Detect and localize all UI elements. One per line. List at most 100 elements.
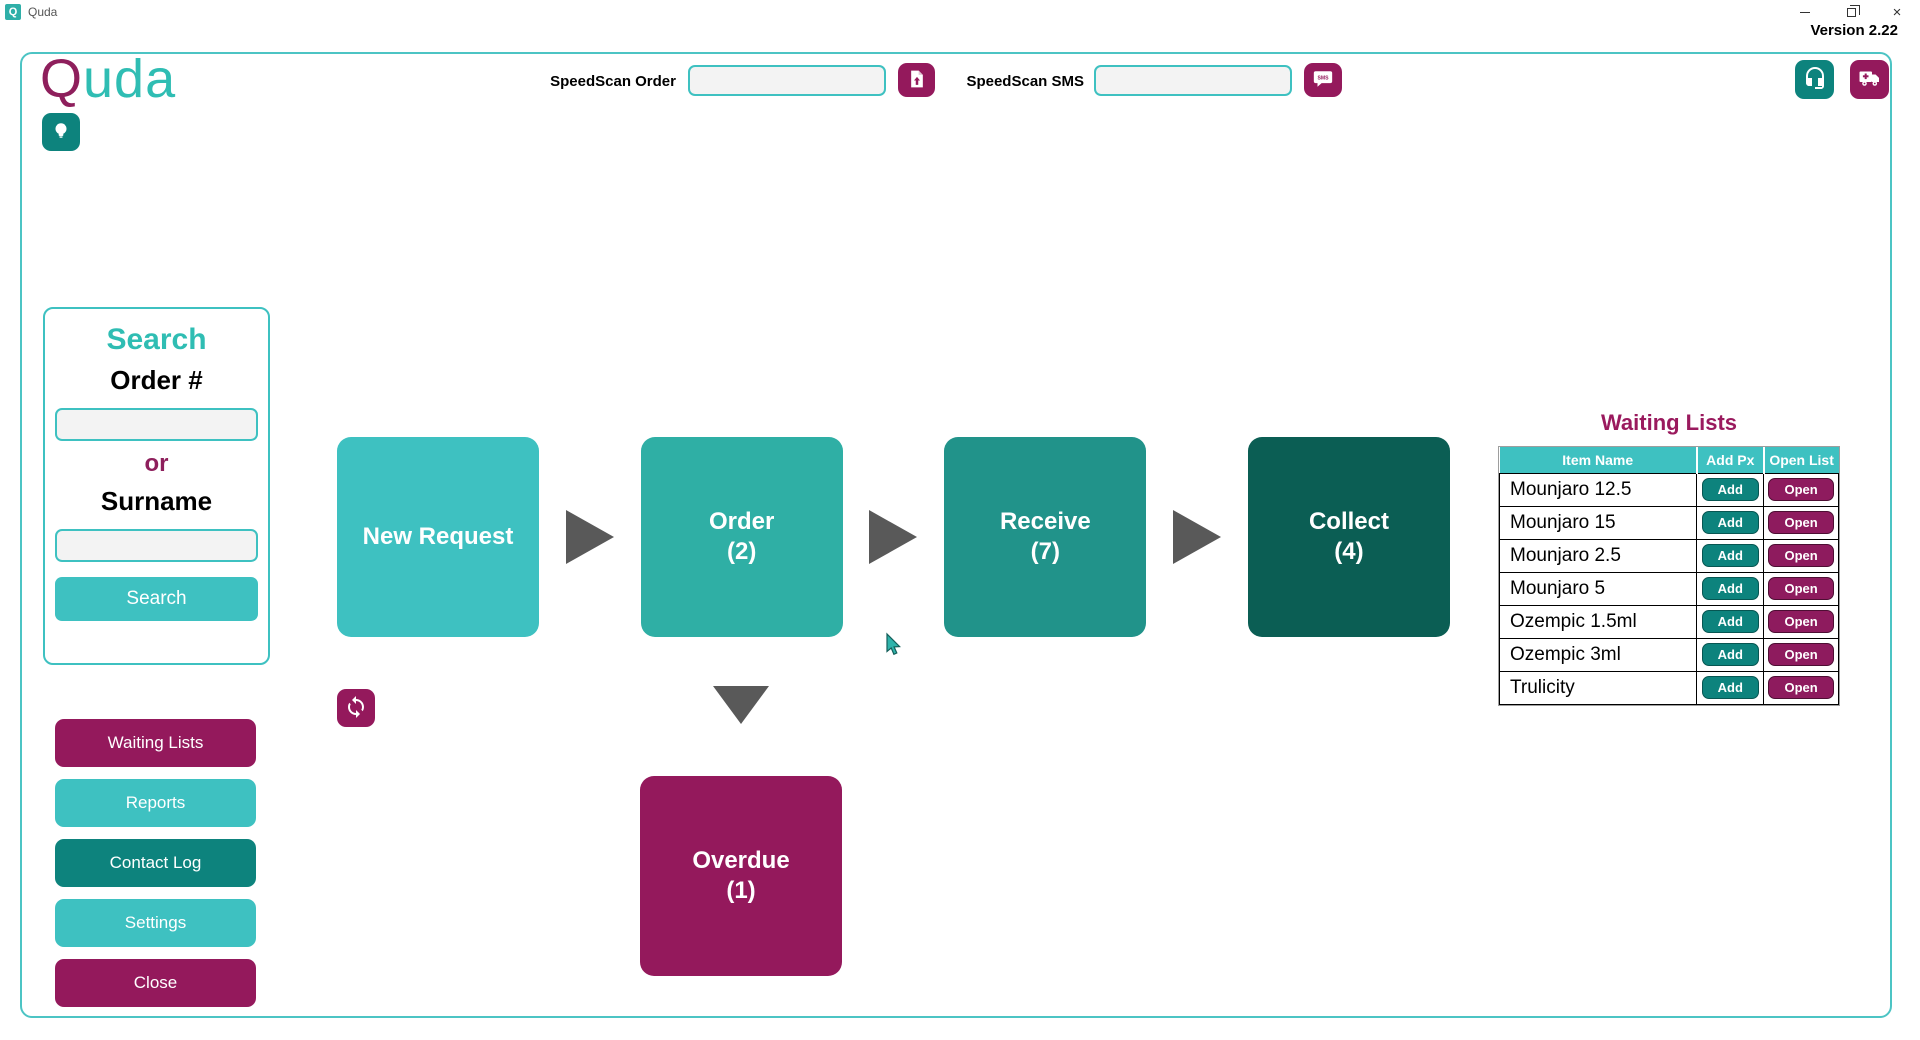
lightbulb-icon [50,120,72,145]
window-controls: × [1782,0,1920,24]
stage-order-box[interactable]: Order (2) [640,437,843,637]
add-px-button[interactable]: Add [1701,577,1759,600]
add-px-button[interactable]: Add [1701,676,1759,699]
sidebar-button-label: Reports [125,793,186,812]
version-label: Version 2.22 [1810,22,1898,39]
titlebar: Q Quda × [0,0,1920,24]
sidebar-button-waiting-lists[interactable]: Waiting Lists [55,719,256,767]
sidebar-button-label: Contact Log [109,853,202,872]
minimize-icon [1800,11,1810,13]
stage-label: New Request [362,523,514,550]
table-header-row: Item Name Add Px Open List [1499,447,1839,473]
logo-q: Q [40,49,84,109]
sidebar-button-settings[interactable]: Settings [55,899,256,947]
open-list-button[interactable]: Open [1768,610,1834,633]
add-px-button[interactable]: Add [1701,544,1759,567]
speedscan-order-label: SpeedScan Order [550,73,676,90]
support-button[interactable] [1795,60,1834,99]
item-name: Mounjaro 15 [1498,505,1698,540]
close-window-button[interactable]: × [1874,0,1920,24]
sidebar-button-label: Waiting Lists [107,733,204,752]
restore-icon [1846,4,1860,17]
speedscan-sms-input[interactable] [1094,65,1292,96]
sidebar-button-label: Close [133,973,178,992]
add-px-button[interactable]: Add [1701,610,1759,633]
workflow-row: New Request Order (2) Receive (7) Collec… [337,437,1450,637]
refresh-icon [344,695,368,722]
order-number-input[interactable] [55,408,258,441]
sidebar-button-label: Settings [124,913,187,932]
stage-collect-box[interactable]: Collect (4) [1247,437,1450,637]
sidebar-button-contact-log[interactable]: Contact Log [55,839,256,887]
minimize-button[interactable] [1782,0,1828,24]
arrow-right-icon [869,510,918,564]
refresh-button[interactable] [337,689,375,727]
search-button[interactable]: Search [55,577,258,621]
quda-logo: Quda [40,48,176,110]
table-row: Mounjaro 5 Add Open [1498,571,1839,606]
ambulance-icon [1857,66,1883,93]
stage-count: (7) [1030,538,1060,565]
column-item-name: Item Name [1499,447,1697,473]
arrow-down-icon [713,686,769,724]
stage-label: Order [708,508,775,535]
table-row: Ozempic 1.5ml Add Open [1498,604,1839,639]
tips-button[interactable] [42,113,80,151]
table-row: Mounjaro 15 Add Open [1498,505,1839,540]
open-list-button[interactable]: Open [1768,478,1834,501]
table-row: Ozempic 3ml Add Open [1498,637,1839,672]
item-name: Mounjaro 5 [1498,571,1698,606]
window-title: Quda [28,5,58,19]
stage-overdue-box[interactable]: Overdue (1) [640,776,842,976]
speedscan-sms-label: SpeedScan SMS [966,73,1084,90]
sms-bubble-icon: SMS [1311,68,1335,93]
item-name: Ozempic 3ml [1498,637,1698,672]
order-number-label: Order # [110,365,203,395]
stage-receive-box[interactable]: Receive (7) [944,437,1147,637]
arrow-right-icon [1173,510,1222,564]
column-add-px: Add Px [1695,447,1764,473]
search-panel: Search Order # or Surname Search [43,307,270,665]
speedscan-order-upload-button[interactable] [898,63,935,97]
open-list-button[interactable]: Open [1768,511,1834,534]
item-name: Ozempic 1.5ml [1498,604,1698,639]
sidebar-button-close[interactable]: Close [55,959,256,1007]
stage-new-request-box[interactable]: New Request [337,437,539,637]
item-name: Trulicity [1498,670,1698,705]
open-list-button[interactable]: Open [1768,544,1834,567]
sidebar-button-reports[interactable]: Reports [55,779,256,827]
stage-count: (2) [726,538,757,565]
waiting-lists-table: Item Name Add Px Open List Mounjaro 12.5… [1498,446,1840,706]
stage-label: Receive [999,508,1091,535]
speedscan-order-input[interactable] [688,65,886,96]
open-list-button[interactable]: Open [1768,676,1834,699]
add-px-button[interactable]: Add [1701,511,1759,534]
open-list-button[interactable]: Open [1768,577,1834,600]
search-panel-title: Search [106,323,207,356]
close-icon: × [1892,3,1902,21]
add-px-button[interactable]: Add [1701,643,1759,666]
item-name: Mounjaro 2.5 [1498,538,1698,573]
stage-label: Collect [1308,508,1389,535]
logo-rest: uda [83,49,177,109]
item-name: Mounjaro 12.5 [1498,472,1698,507]
headset-icon [1803,66,1827,93]
open-list-button[interactable]: Open [1768,643,1834,666]
overdue-count: (1) [726,877,756,904]
table-row: Trulicity Add Open [1498,670,1839,705]
deliveries-button[interactable] [1850,60,1889,99]
table-row: Mounjaro 2.5 Add Open [1498,538,1839,573]
speedscan-sms-send-button[interactable]: SMS [1304,63,1342,97]
svg-text:SMS: SMS [1317,75,1329,81]
file-upload-icon [907,68,927,93]
waiting-lists-title: Waiting Lists [1600,410,1738,435]
restore-button[interactable] [1828,0,1874,24]
arrow-right-icon [565,510,614,564]
table-row: Mounjaro 12.5 Add Open [1498,472,1839,507]
overdue-label: Overdue [692,847,790,874]
or-label: or [144,450,169,477]
quda-app-icon: Q [5,4,21,20]
surname-input[interactable] [55,529,258,562]
add-px-button[interactable]: Add [1701,478,1759,501]
